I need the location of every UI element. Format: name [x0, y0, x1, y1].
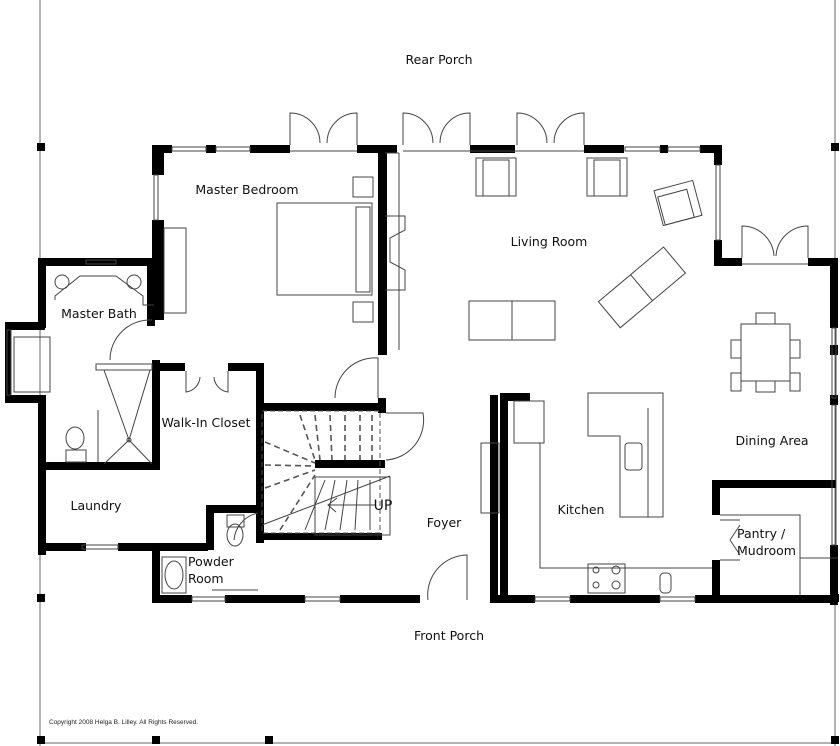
kitchen-fixtures — [513, 392, 838, 595]
label-master-bedroom: Master Bedroom — [195, 182, 298, 197]
label-master-bath: Master Bath — [61, 306, 137, 321]
bath-fixtures — [13, 274, 229, 465]
label-laundry: Laundry — [71, 498, 123, 513]
label-kitchen: Kitchen — [558, 502, 605, 517]
label-living-room: Living Room — [511, 234, 588, 249]
staircase — [261, 410, 391, 536]
label-dining-area: Dining Area — [735, 433, 808, 448]
label-pantry-1: Pantry / — [737, 526, 786, 541]
bedroom-furniture — [163, 152, 406, 350]
room-labels: Rear Porch Master Bedroom Living Room Ma… — [49, 52, 809, 726]
label-front-porch: Front Porch — [414, 628, 484, 643]
walls — [5, 145, 838, 605]
label-walk-in-closet: Walk-In Closet — [162, 415, 251, 430]
living-furniture — [468, 157, 801, 393]
foyer-console — [480, 442, 500, 514]
label-pantry-2: Mudroom — [737, 543, 796, 558]
powder-fixtures — [161, 514, 245, 594]
label-powder-room-1: Powder — [188, 554, 235, 569]
interior-doors — [212, 357, 741, 601]
label-rear-porch: Rear Porch — [406, 52, 473, 67]
label-stair-up: UP — [374, 498, 393, 514]
label-foyer: Foyer — [427, 515, 462, 530]
windows — [6, 146, 837, 602]
copyright-text: Copyright 2008 Helga B. Lilley. All Righ… — [49, 719, 198, 726]
rear-doors — [289, 112, 809, 265]
label-powder-room-2: Room — [188, 571, 224, 586]
